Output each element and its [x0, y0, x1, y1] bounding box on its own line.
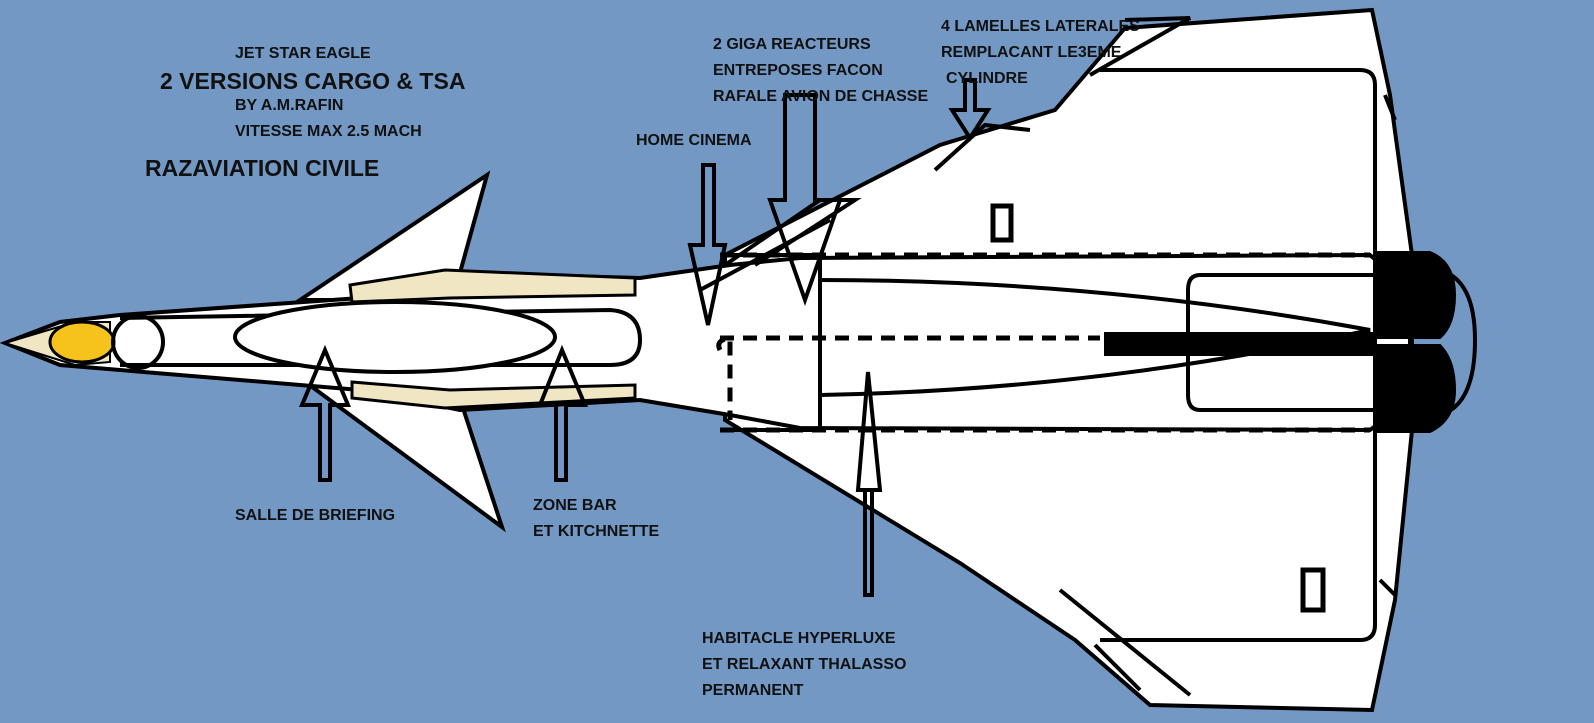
label-lamelles: 4 LAMELLES LATERALES REMPLACANT LE3EME C… [941, 14, 1140, 92]
label-home-cinema: HOME CINEMA [636, 132, 752, 149]
author: BY A.M.RAFIN [235, 97, 344, 114]
arrow-salle-briefing [298, 344, 352, 482]
canopy-oval [233, 300, 557, 374]
window-top [990, 203, 1014, 243]
label-habitacle: HABITACLE HYPERLUXE ET RELAXANT THALASSO… [702, 626, 906, 704]
jet-name: JET STAR EAGLE [235, 45, 371, 62]
lamelles-line-2: REMPLACANT LE3EME [941, 44, 1122, 61]
lamelle-1 [933, 122, 1031, 172]
centre-cone [819, 278, 1371, 397]
versions-title: 2 VERSIONS CARGO & TSA [160, 68, 466, 94]
label-salle-briefing: SALLE DE BRIEFING [235, 507, 396, 524]
cream-strake-bottom [350, 380, 637, 410]
zone-bar-line-1: ZONE BAR [533, 497, 617, 514]
engine-intake-line [699, 218, 831, 292]
habitacle-line-3: PERMANENT [702, 682, 804, 699]
lamelle-4 [1093, 643, 1142, 692]
label-zone-bar: ZONE BAR ET KITCHNETTE [533, 493, 659, 545]
window-bottom [1300, 567, 1326, 613]
arrow-home-cinema [687, 163, 728, 326]
company: RAZAVIATION CIVILE [145, 155, 380, 181]
max-speed: VITESSE MAX 2.5 MACH [235, 123, 422, 140]
lamelle-2 [1089, 16, 1191, 77]
wing-tip-mark-2 [1378, 578, 1397, 597]
arrow-lamelles [948, 78, 992, 142]
cockpit-frame [119, 307, 643, 367]
lamelles-line-3: CYLINDRE [946, 70, 1028, 87]
lamelle-3 [1058, 588, 1192, 697]
habitacle-line-2: ET RELAXANT THALASSO [702, 656, 907, 673]
label-giga-reacteurs: 2 GIGA REACTEURS ENTREPOSES FACON RAFALE… [713, 32, 928, 110]
giga-line-3: RAFALE AVION DE CHASSE [713, 88, 929, 105]
lamelles-line-1: 4 LAMELLES LATERALES [941, 18, 1140, 35]
exhaust-upper [1374, 251, 1457, 339]
dashed-nozzle [716, 335, 733, 420]
zone-bar-line-2: ET KITCHNETTE [533, 523, 660, 540]
central-spar [1104, 332, 1376, 356]
nose-cone [48, 320, 116, 364]
giga-line-1: 2 GIGA REACTEURS [713, 36, 871, 53]
wing-tip-mark-1 [1383, 94, 1397, 121]
arrow-giga-reacteurs [767, 93, 843, 307]
exhaust-lower [1374, 344, 1457, 433]
arrow-zone-bar [537, 344, 589, 482]
giga-line-2: ENTREPOSES FACON [713, 62, 883, 79]
habitacle-line-1: HABITACLE HYPERLUXE [702, 630, 896, 647]
exhaust-outline [1439, 268, 1478, 417]
arrow-habitacle [855, 371, 883, 597]
